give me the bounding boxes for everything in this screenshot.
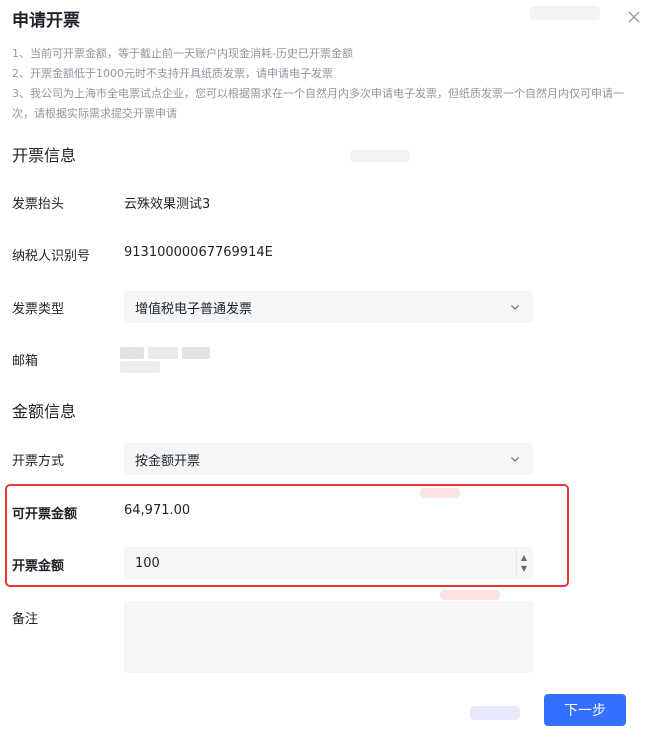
notice-line: 2、开票金额低于1000元时不支持开具纸质发票，请申请电子发票 — [12, 67, 333, 80]
tax-id-label: 纳税人识别号 — [12, 249, 91, 264]
invoice-header-value: 云殊效果测试3 — [124, 197, 211, 212]
amount-stepper[interactable]: ▲ ▼ — [516, 548, 531, 578]
section-title-invoice-info: 开票信息 — [12, 146, 77, 165]
next-step-button[interactable]: 下一步 — [544, 694, 626, 726]
background-smudge — [420, 488, 460, 498]
invoice-method-select[interactable]: 按金额开票 — [124, 443, 533, 475]
caret-down-icon[interactable]: ▼ — [520, 564, 528, 573]
email-value-redacted — [120, 345, 212, 375]
close-icon[interactable] — [626, 9, 642, 25]
notice-text: 1、当前可开票金额，等于截止前一天账户内现金消耗-历史已开票金额 2、开票金额低… — [12, 44, 632, 124]
invoice-type-select[interactable]: 增值税电子普通发票 — [124, 291, 533, 323]
invoice-type-label: 发票类型 — [12, 302, 65, 317]
invoice-header-label: 发票抬头 — [12, 197, 65, 212]
invoice-method-selected: 按金额开票 — [135, 453, 201, 469]
invoice-method-label: 开票方式 — [12, 454, 65, 469]
background-smudge — [350, 150, 410, 162]
notice-line: 3、我公司为上海市全电票试点企业，您可以根据需求在一个自然月内多次申请电子发票，… — [12, 87, 624, 120]
invoice-amount-value: 100 — [135, 555, 160, 571]
remark-label: 备注 — [12, 612, 39, 627]
section-title-amount-info: 金额信息 — [12, 402, 77, 421]
notice-line: 1、当前可开票金额，等于截止前一天账户内现金消耗-历史已开票金额 — [12, 47, 353, 60]
invoice-amount-input[interactable]: 100 ▲ ▼ — [124, 547, 533, 579]
background-smudge — [470, 706, 520, 720]
invoice-amount-label: 开票金额 — [12, 559, 65, 574]
remark-textarea[interactable] — [124, 601, 533, 673]
chevron-down-icon — [511, 305, 519, 310]
available-amount-label: 可开票金额 — [12, 507, 78, 522]
available-amount-value: 64,971.00 — [124, 503, 191, 518]
background-smudge — [440, 590, 500, 600]
tax-id-value: 91310000067769914E — [124, 245, 273, 260]
email-label: 邮箱 — [12, 354, 39, 369]
background-smudge — [530, 6, 600, 20]
chevron-down-icon — [511, 457, 519, 462]
invoice-type-selected: 增值税电子普通发票 — [135, 301, 253, 317]
caret-up-icon[interactable]: ▲ — [520, 553, 528, 562]
dialog-title: 申请开票 — [12, 11, 80, 31]
